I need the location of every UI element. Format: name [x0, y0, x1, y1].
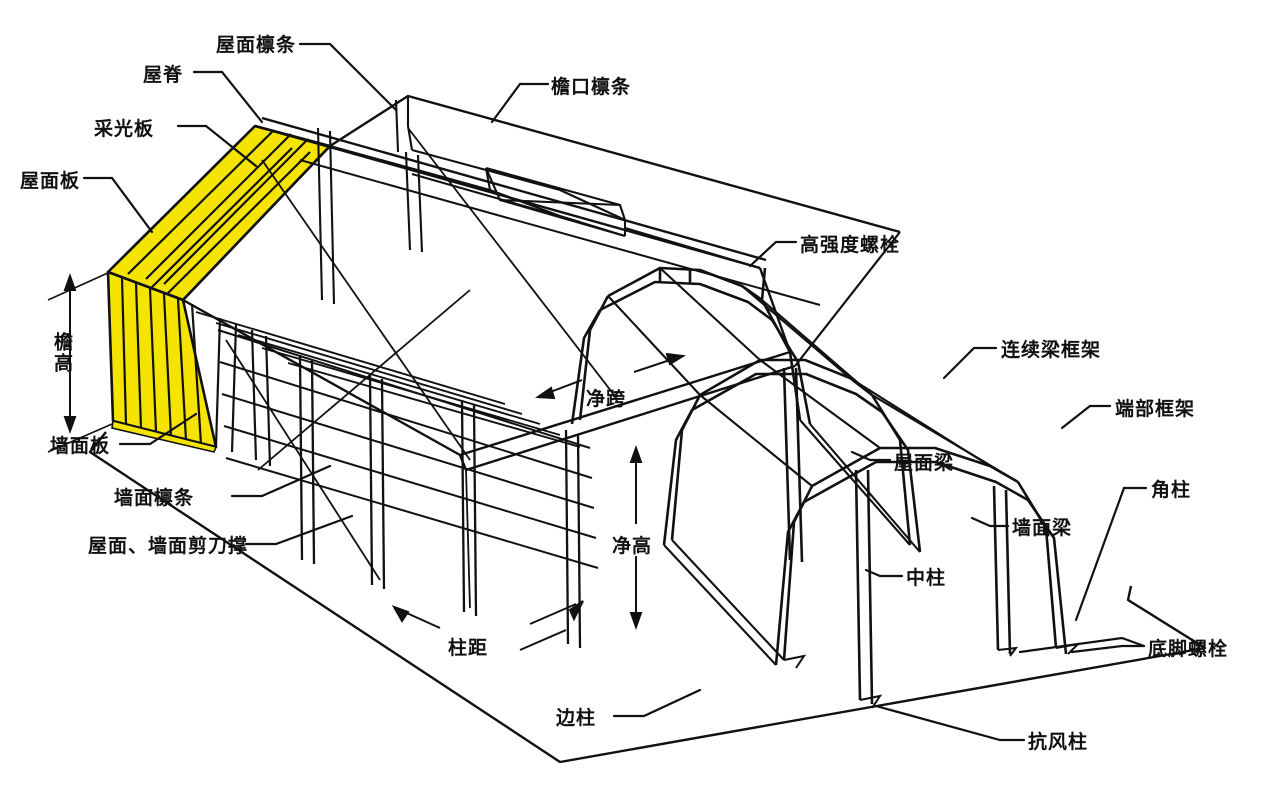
wall-cladding-panel	[106, 270, 218, 453]
side-wall-columns	[298, 354, 582, 649]
interior-floor-lines	[465, 469, 471, 609]
label-wind-column: 抗风柱	[1028, 731, 1089, 753]
wall-girts	[217, 329, 599, 569]
left-end-frame	[214, 317, 272, 467]
roof-purlins	[195, 311, 581, 448]
label-roof-purlin: 屋面檩条	[216, 34, 297, 56]
clear-height-dimension	[629, 445, 643, 630]
label-eave-purlin: 檐口檩条	[551, 76, 632, 98]
roof-cross-bracing	[261, 127, 619, 461]
wall-cross-bracing	[225, 289, 471, 581]
portal-frame-1	[570, 266, 812, 425]
label-side-column: 边柱	[556, 707, 597, 729]
label-roof-panel: 屋面板	[20, 170, 81, 192]
label-middle-column: 中柱	[906, 567, 947, 589]
label-ridge: 屋脊	[143, 64, 184, 86]
label-roof-beam: 屋面梁	[894, 452, 955, 474]
label-end-frame: 端部框架	[1115, 398, 1196, 420]
label-cross-bracing: 屋面、墙面剪刀撑	[88, 535, 249, 557]
label-wall-panel: 墙面板	[50, 435, 111, 457]
label-high-strength-bolt: 高强度螺栓	[800, 234, 901, 256]
label-eave-height: 檐高	[51, 332, 73, 374]
far-roof-framing	[316, 96, 761, 305]
leader-lines	[82, 42, 1148, 742]
frame-tie-beams	[607, 267, 1019, 666]
longitudinal-roof-beams	[299, 159, 821, 306]
label-corner-column: 角柱	[1151, 479, 1192, 501]
label-column-spacing: 柱距	[448, 637, 489, 659]
label-wall-beam: 墙面梁	[1012, 517, 1073, 539]
clear-span-dimension	[535, 352, 686, 400]
label-wall-purlin: 墙面檩条	[114, 487, 195, 509]
label-clear-height: 净高	[612, 535, 653, 557]
label-anchor-bolt: 底脚螺栓	[1148, 638, 1229, 660]
roof-cladding-panel	[106, 124, 332, 302]
label-lighting-panel: 采光板	[94, 118, 155, 140]
label-clear-span: 净跨	[586, 388, 627, 410]
eave-height-dimension	[47, 271, 113, 453]
ground-slab	[88, 431, 1207, 764]
wall-panel-ribs	[120, 277, 203, 445]
roof-panel-ribs	[127, 129, 311, 298]
label-continuous-frame: 连续梁框架	[1001, 339, 1102, 361]
column-spacing-dimension	[391, 600, 584, 651]
